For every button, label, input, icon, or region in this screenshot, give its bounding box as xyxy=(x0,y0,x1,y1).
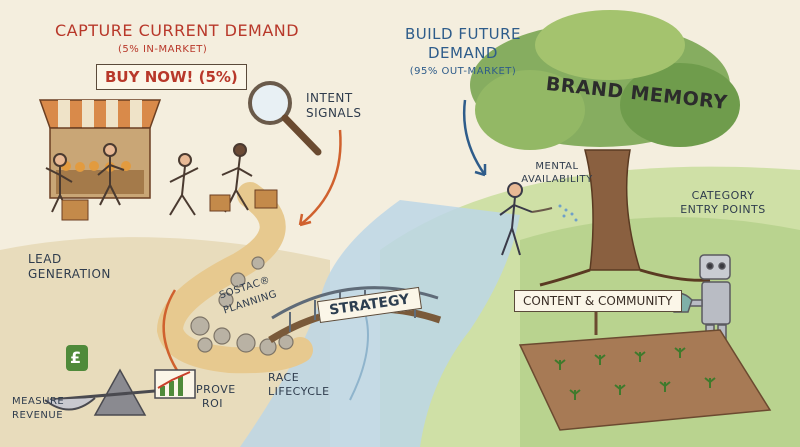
current-demand-title: CAPTURE CURRENT DEMAND xyxy=(55,21,300,40)
brand-tree xyxy=(470,10,740,287)
balance-scale-icon xyxy=(44,345,191,416)
lead-arrow xyxy=(162,289,182,376)
prove-roi-line1: PROVE xyxy=(196,383,236,396)
future-demand-title-line1: BUILD FUTURE xyxy=(404,25,522,43)
future-demand-title-line2: DEMAND xyxy=(427,44,498,62)
winding-path xyxy=(156,182,313,374)
garden-bed xyxy=(518,329,772,431)
future-demand-subtitle: (95% OUT-MARKET) xyxy=(409,66,517,77)
river xyxy=(240,200,520,447)
prove-roi-line2: ROI xyxy=(202,397,224,410)
category-entry-points-line2: ENTRY POINTS xyxy=(680,203,766,216)
intent-signals-line2: SIGNALS xyxy=(306,106,362,120)
race-lifecycle-line1: RACE xyxy=(268,371,300,384)
crowd-figures xyxy=(45,143,253,216)
mental-availability-line2: AVAILABILITY xyxy=(521,174,593,185)
market-stall xyxy=(38,99,162,199)
buy-now-sign: BUY NOW! (5%) xyxy=(96,64,247,90)
lead-generation-line2: GENERATION xyxy=(28,267,111,281)
current-demand-subtitle: (5% IN-MARKET) xyxy=(118,44,208,55)
cogs xyxy=(190,256,294,356)
gardener-figure xyxy=(499,182,553,256)
bar-chart-icon xyxy=(154,369,196,399)
race-lifecycle-line2: LIFECYCLE xyxy=(268,385,330,398)
category-entry-points-line1: CATEGORY xyxy=(691,189,755,202)
mental-availability-line1: MENTAL xyxy=(535,161,579,172)
intent-signals-line1: INTENT xyxy=(306,91,353,105)
crates xyxy=(61,189,278,221)
water-spray xyxy=(558,204,578,222)
pound-symbol: £ xyxy=(70,348,82,367)
measure-revenue-line1: MEASURE xyxy=(12,396,65,407)
future-arrow xyxy=(462,99,487,176)
intent-arrow xyxy=(299,129,342,226)
content-community-sign: CONTENT & COMMUNITY xyxy=(514,290,682,312)
lead-generation-line1: LEAD xyxy=(28,252,62,266)
magnifying-glass-icon xyxy=(248,81,322,156)
seedlings xyxy=(554,347,716,400)
measure-revenue-line2: REVENUE xyxy=(12,410,64,421)
